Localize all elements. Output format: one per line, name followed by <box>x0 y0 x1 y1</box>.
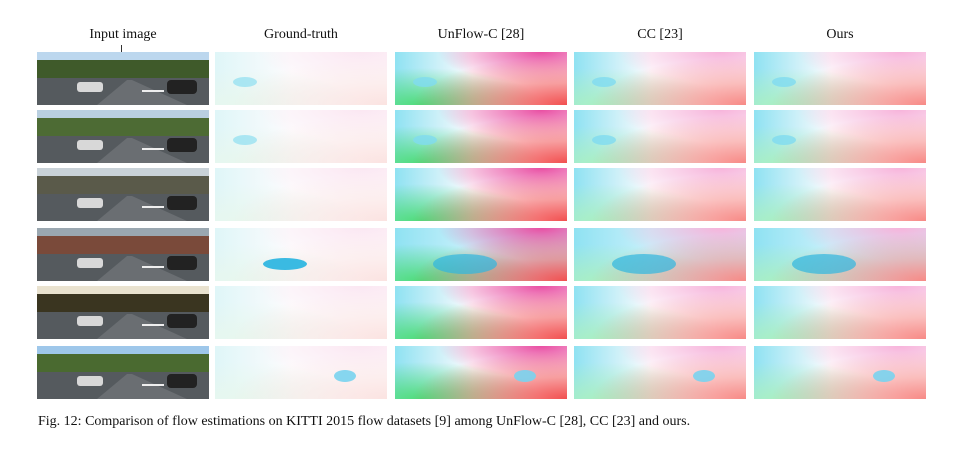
thumbnail-ours-row-1 <box>754 52 926 105</box>
thumbnail-cc-row-4 <box>574 228 746 281</box>
thumbnail-unflow-row-1 <box>395 52 567 105</box>
figure-caption: Fig. 12: Comparison of flow estimations … <box>38 414 691 429</box>
thumbnail-gt-row-4 <box>215 228 387 281</box>
thumbnail-input-row-6 <box>37 346 209 399</box>
thumbnail-input-row-2 <box>37 110 209 163</box>
thumbnail-unflow-row-2 <box>395 110 567 163</box>
thumbnail-ours-row-6 <box>754 346 926 399</box>
thumbnail-gt-row-3 <box>215 168 387 221</box>
thumbnail-cc-row-6 <box>574 346 746 399</box>
header-tick-mark <box>121 45 122 52</box>
thumbnail-unflow-row-5 <box>395 286 567 339</box>
thumbnail-cc-row-5 <box>574 286 746 339</box>
thumbnail-unflow-row-3 <box>395 168 567 221</box>
thumbnail-gt-row-2 <box>215 110 387 163</box>
thumbnail-ours-row-3 <box>754 168 926 221</box>
thumbnail-cc-row-2 <box>574 110 746 163</box>
thumbnail-unflow-row-6 <box>395 346 567 399</box>
thumbnail-cc-row-1 <box>574 52 746 105</box>
column-header-ground-truth: Ground-truth <box>264 27 338 42</box>
column-header-ours: Ours <box>826 27 854 42</box>
thumbnail-gt-row-5 <box>215 286 387 339</box>
thumbnail-ours-row-5 <box>754 286 926 339</box>
thumbnail-ours-row-2 <box>754 110 926 163</box>
column-header-cc: CC [23] <box>637 27 683 42</box>
thumbnail-input-row-1 <box>37 52 209 105</box>
column-header-input: Input image <box>89 27 157 42</box>
thumbnail-gt-row-6 <box>215 346 387 399</box>
thumbnail-ours-row-4 <box>754 228 926 281</box>
thumbnail-unflow-row-4 <box>395 228 567 281</box>
column-header-unflow: UnFlow-C [28] <box>437 27 525 42</box>
thumbnail-input-row-4 <box>37 228 209 281</box>
thumbnail-gt-row-1 <box>215 52 387 105</box>
thumbnail-input-row-5 <box>37 286 209 339</box>
thumbnail-input-row-3 <box>37 168 209 221</box>
thumbnail-cc-row-3 <box>574 168 746 221</box>
